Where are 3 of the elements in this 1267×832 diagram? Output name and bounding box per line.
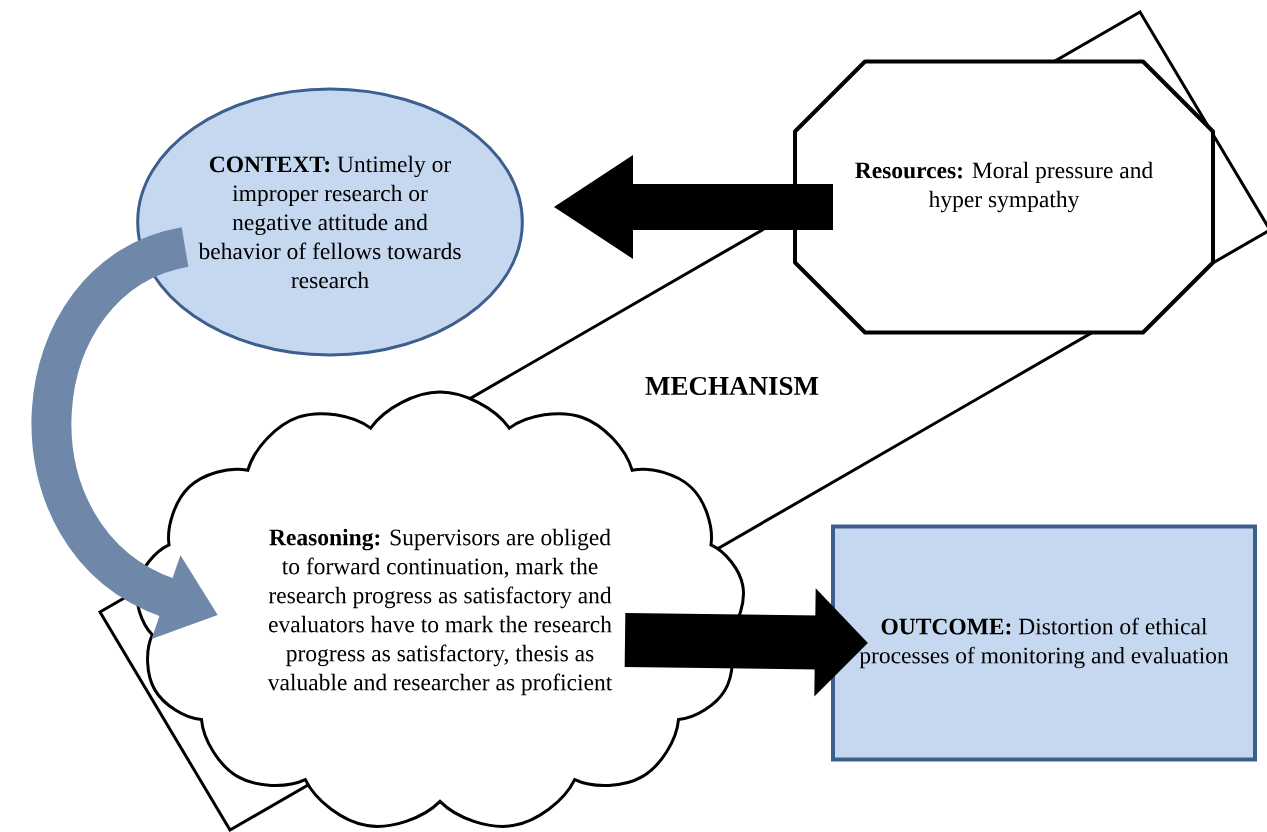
octagon-box: Resources: Moral pressure and hyper sympathy [793, 59, 1215, 335]
node-label: Reasoning: Supervisors are obliged to forward continuation, mark the research progress as satisfactory and evaluators have to mark the research progress as satisfactory, thesis as valuable and researcher as proficient [267, 528, 613, 696]
outcome-box: OUTCOME: Distortion of ethical processes of monitoring and evaluation [831, 524, 1257, 762]
